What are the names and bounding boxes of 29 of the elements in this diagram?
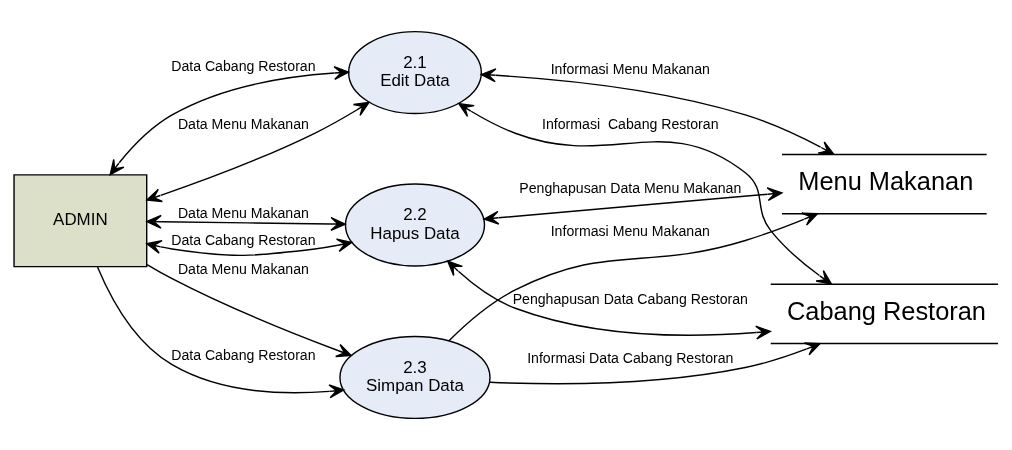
arrow [146, 101, 370, 203]
edge-label: Data Cabang Restoran [171, 58, 316, 75]
arrow [146, 214, 346, 231]
arrow [480, 68, 835, 155]
edge-label: Informasi Menu Makanan [550, 223, 710, 240]
arrow [483, 187, 783, 225]
edge-label: Data Cabang Restoran [171, 231, 316, 248]
edge-label: Informasi Cabang Restoran [542, 116, 719, 133]
arrow [146, 238, 353, 257]
arrow [96, 266, 345, 399]
arrow [448, 212, 819, 342]
node-box: ADMIN [13, 174, 148, 268]
edge-label: Informasi Menu Makanan [550, 60, 710, 77]
node-ellipse: 2.2 Hapus Data [344, 183, 486, 267]
arrow [146, 263, 352, 358]
edge-label: Data Cabang Restoran [171, 347, 316, 364]
node-text: Menu Makanan [798, 167, 974, 196]
edge-label: Data Menu Makanan [177, 116, 309, 133]
arrow [458, 102, 832, 285]
edge-label: Data Menu Makanan [177, 261, 309, 278]
node-ellipse: 2.3 Simpan Data [339, 335, 491, 420]
arrow [447, 260, 772, 340]
arrow [489, 342, 821, 385]
edge-label: Data Menu Makanan [177, 204, 309, 221]
edge-label: Penghapusan Data Menu Makanan [519, 179, 742, 196]
node-text: Cabang Restoran [786, 297, 986, 326]
edge-label: Penghapusan Data Cabang Restoran [512, 291, 748, 308]
arrow [109, 66, 350, 176]
edge-label: Informasi Data Cabang Restoran [527, 350, 734, 367]
